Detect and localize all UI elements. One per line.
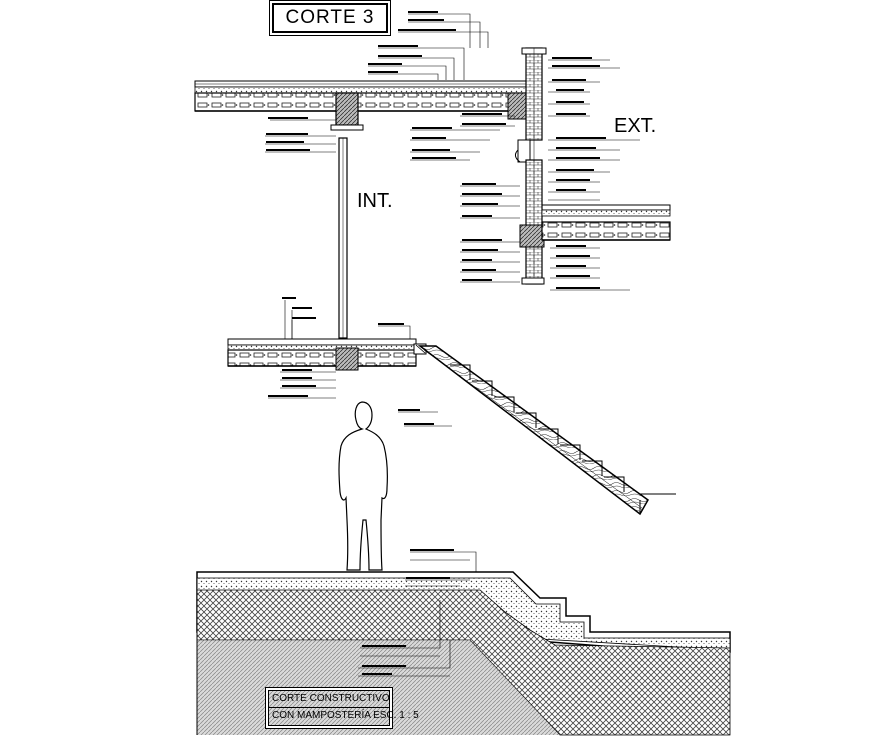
- label-exterior: EXT.: [614, 115, 657, 137]
- annotation-leaders: [265, 13, 640, 677]
- mezzanine-slab: [227, 338, 427, 371]
- column: [338, 137, 348, 339]
- caption-line-1: CORTE CONSTRUCTIVO: [272, 693, 390, 704]
- upper-slab: [194, 80, 531, 131]
- exterior-slab: [541, 204, 671, 241]
- drawing-title: CORTE 3: [285, 7, 375, 28]
- exterior-wall: [514, 47, 547, 285]
- caption-line-2: CON MAMPOSTERÍA ESC. 1 : 5: [269, 707, 419, 724]
- title-box: CORTE 3: [272, 3, 388, 33]
- stair: [417, 345, 676, 516]
- label-interior: INT.: [357, 190, 393, 212]
- caption-box: CORTE CONSTRUCTIVO CON MAMPOSTERÍA ESC. …: [268, 690, 419, 726]
- annotation-text-marks: [266, 11, 606, 675]
- ground-section: [196, 571, 731, 736]
- human-figure-silhouette: [338, 401, 388, 571]
